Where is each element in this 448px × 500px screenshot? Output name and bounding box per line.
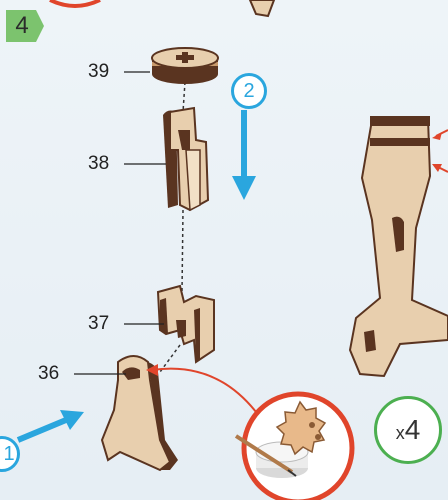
quantity-prefix: x: [396, 423, 405, 443]
part-label-36: 36: [38, 363, 59, 385]
arrow-step-2-marker: 2: [231, 73, 267, 109]
assembled-preview-graphic: [350, 116, 448, 376]
quantity-count: 4: [405, 414, 421, 445]
part-label-38: 38: [88, 153, 109, 175]
part-38-graphic: [163, 108, 208, 210]
diagonal-arrow-graphic: [18, 410, 84, 440]
down-arrow-graphic: [232, 110, 256, 200]
part-36-graphic: [102, 356, 178, 470]
quantity-badge: x4: [374, 396, 442, 464]
part-label-37: 37: [88, 313, 109, 335]
part-label-39: 39: [88, 61, 109, 83]
part-37-graphic: [158, 286, 214, 362]
part-39-graphic: [152, 48, 218, 84]
